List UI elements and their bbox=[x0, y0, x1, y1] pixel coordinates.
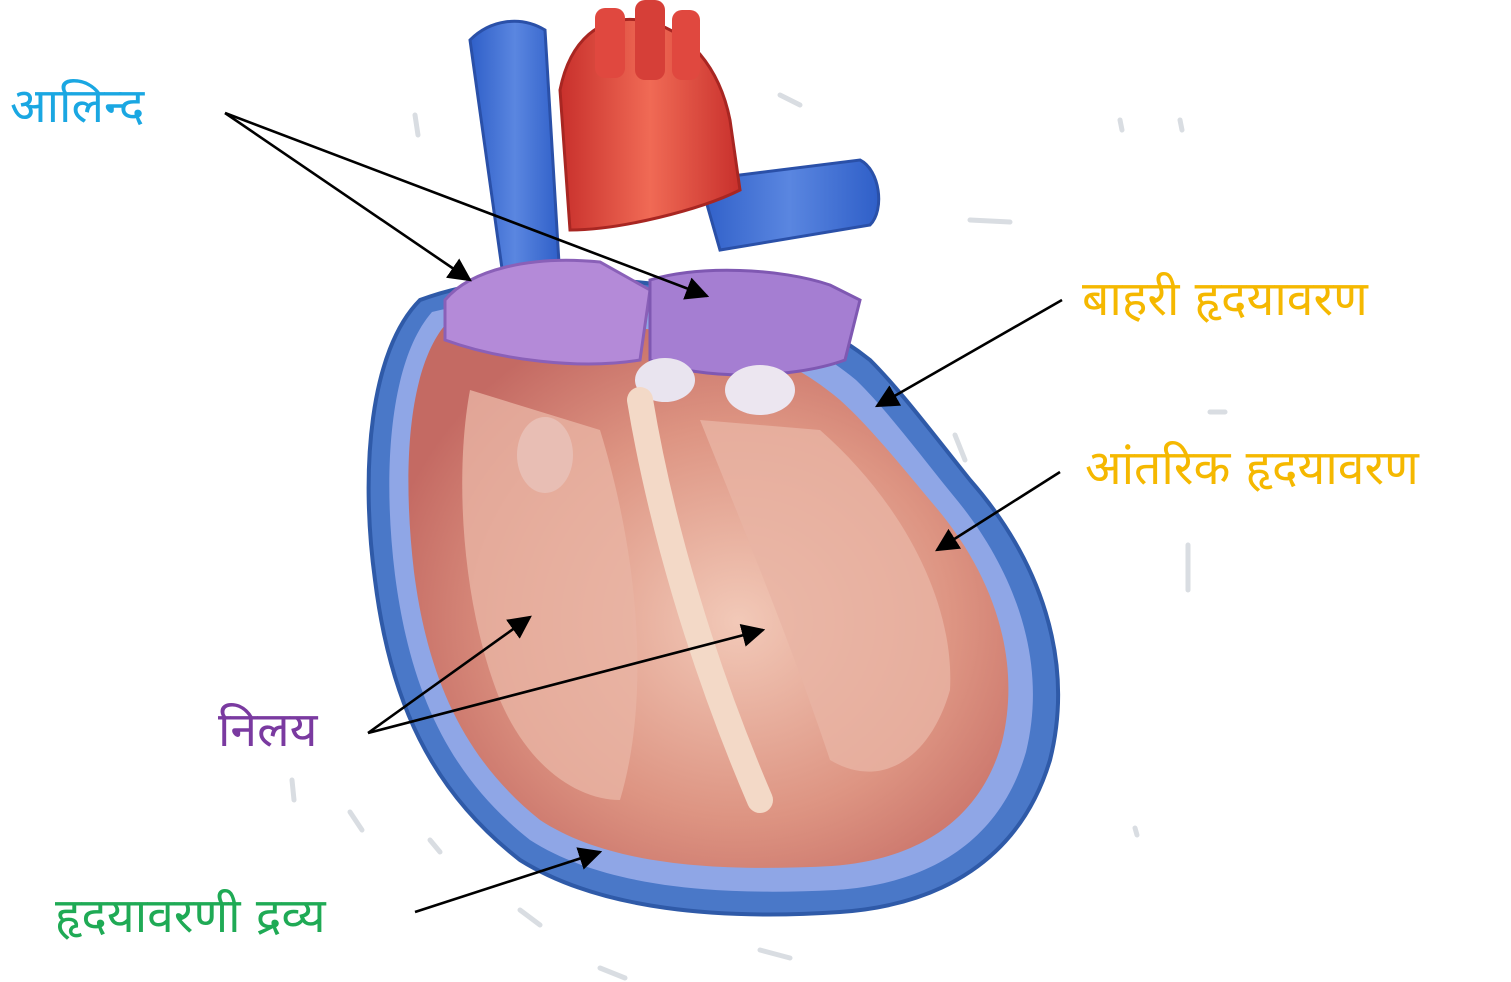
label-atria: आलिन्द bbox=[10, 82, 144, 130]
arrow-atria-left bbox=[225, 113, 470, 280]
label-ventricle: निलय bbox=[218, 706, 317, 754]
valve bbox=[725, 365, 795, 415]
arrow-epicardium bbox=[877, 300, 1062, 406]
aorta-branch bbox=[595, 8, 625, 78]
label-pericardial-fluid: हृदयावरणी द्रव्य bbox=[55, 892, 326, 940]
left-atrium bbox=[445, 260, 650, 364]
label-epicardium: बाहरी हृदयावरण bbox=[1082, 275, 1368, 323]
label-endocardium: आंतरिक हृदयावरण bbox=[1085, 444, 1419, 492]
aorta-branch bbox=[635, 0, 665, 80]
vena-cava bbox=[470, 21, 560, 290]
aorta-branch bbox=[672, 10, 700, 80]
